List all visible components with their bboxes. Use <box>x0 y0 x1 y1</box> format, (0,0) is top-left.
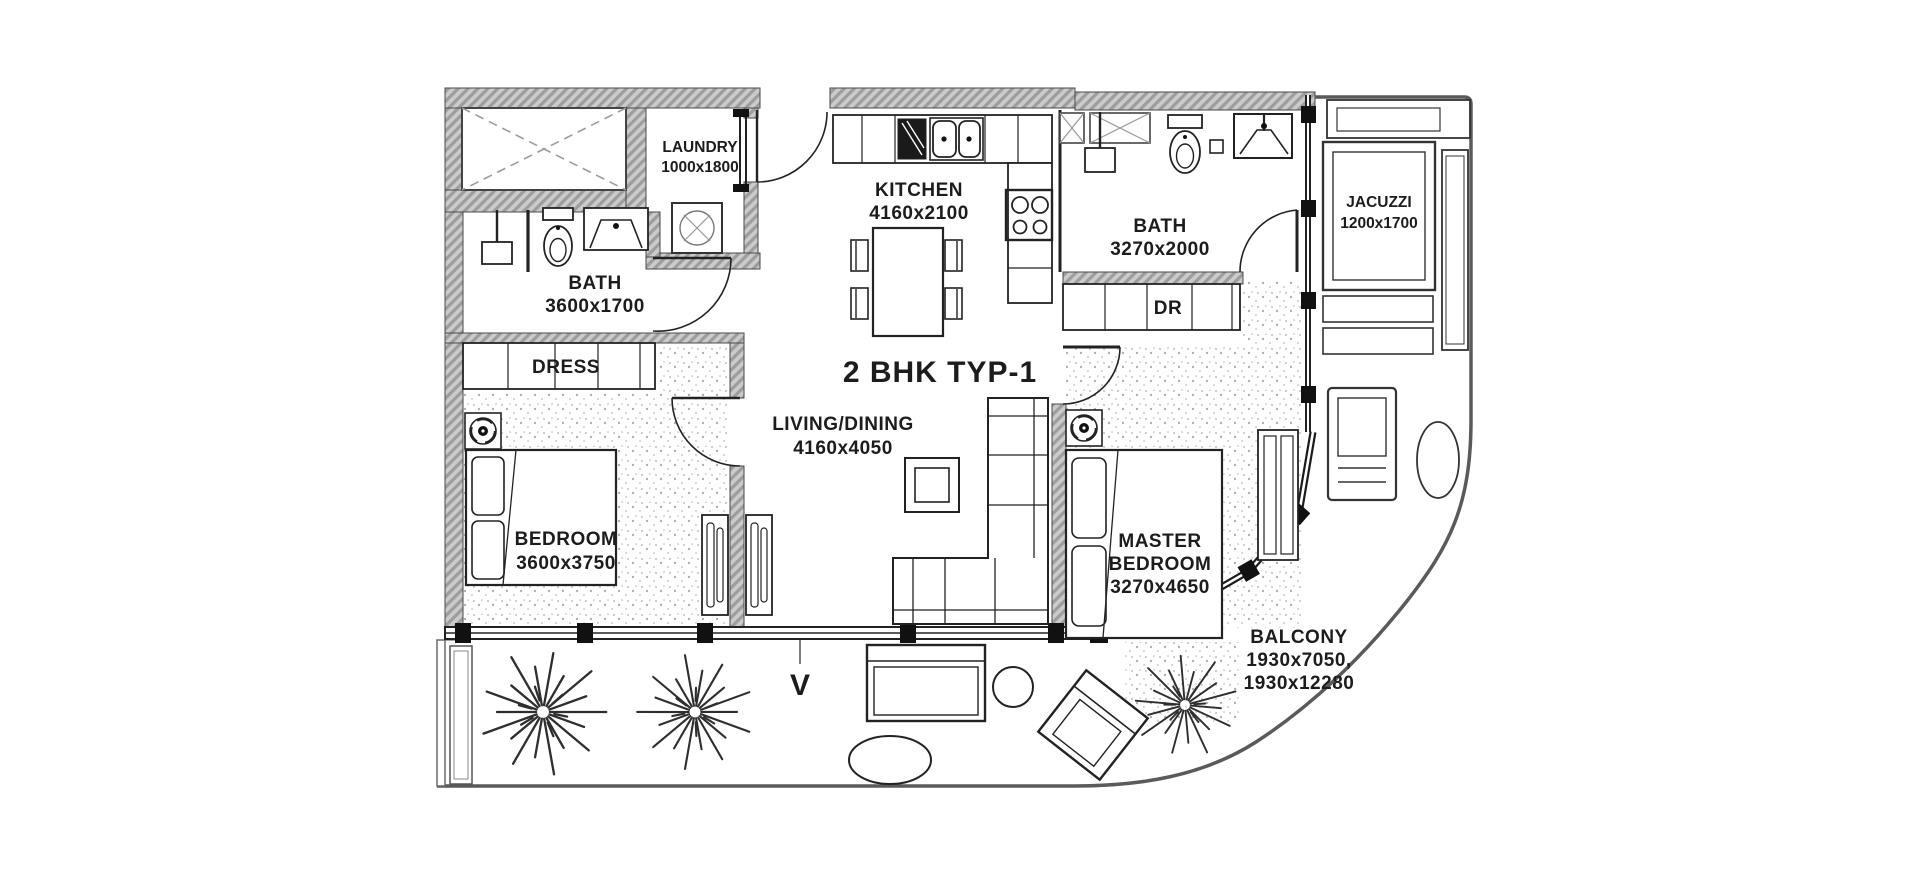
ceiling-fan-icon <box>463 411 503 451</box>
laundry-door <box>733 109 749 192</box>
lounge-chair <box>1326 386 1398 502</box>
balcony-furniture <box>482 640 1250 787</box>
balcony-boundary <box>436 95 1473 788</box>
side-table-oval <box>1416 421 1460 499</box>
wall-bedroom-partition-top <box>729 342 745 399</box>
drainer-icon <box>897 118 927 160</box>
balcony-planter <box>449 645 473 785</box>
ceiling-fan-icon <box>1064 408 1104 448</box>
wall-living-master <box>1051 403 1067 631</box>
balcony-chair-tilted <box>1036 668 1150 782</box>
bath-top-door <box>1239 209 1299 273</box>
jacuzzi-dims: 1200x1700 <box>1340 215 1418 232</box>
balcony-stool <box>992 666 1034 708</box>
balcony-oval-table <box>848 735 932 785</box>
coffee-table <box>904 457 960 513</box>
jacuzzi-label: JACUZZI <box>1346 194 1411 211</box>
wall-left-exterior <box>444 87 464 641</box>
bedroom-door <box>671 396 741 467</box>
balcony-dims-line2: 1930x12280 <box>1244 673 1355 694</box>
bath-top-dims: 3270x2000 <box>1110 239 1210 260</box>
bed <box>464 448 618 587</box>
wall-laundry-door-stub-bottom <box>743 181 759 254</box>
jacuzzi-deck <box>1321 99 1471 502</box>
vent-boxes <box>1059 112 1151 144</box>
wall-laundry-bottom <box>645 252 761 270</box>
bath-left-dims: 3600x1700 <box>545 296 645 317</box>
entry-door <box>755 110 828 183</box>
vanity-basin-icon <box>583 207 649 251</box>
kitchen-label: KITCHEN <box>875 180 963 201</box>
wall-bedroom-partition <box>729 465 745 629</box>
dining-table <box>850 226 963 338</box>
labels: LAUNDRY 1000x1800 KITCHEN 4160x2100 BATH… <box>515 139 1418 702</box>
laundry-room <box>671 109 749 254</box>
wall-bath2-bottom <box>1062 271 1244 285</box>
hatched-walls <box>444 87 1316 641</box>
living-label: LIVING/DINING <box>772 414 914 435</box>
balcony-dims-line1: 1930x7050, <box>1246 650 1351 671</box>
laundry-dims: 1000x1800 <box>661 159 739 176</box>
stove-icon <box>1004 188 1054 242</box>
view-marker: V <box>790 669 810 702</box>
dr-label: DR <box>1154 298 1182 319</box>
kitchen-counter-side <box>1007 162 1053 304</box>
master-label-line1: MASTER <box>1118 531 1201 552</box>
wall-top-kitchen <box>829 87 1076 109</box>
balcony-outer-curve <box>437 95 1473 788</box>
kitchen <box>832 110 1062 338</box>
balcony-bench <box>865 643 987 723</box>
wall-bath1-bottom <box>444 332 745 344</box>
bath-left <box>481 207 732 332</box>
plant-icon <box>623 641 769 787</box>
kitchen-sink <box>929 117 984 161</box>
jacuzzi-tub <box>1321 140 1437 292</box>
master-door <box>1062 345 1121 405</box>
toilet-icon <box>542 207 574 267</box>
master-bedroom <box>1062 345 1299 640</box>
bedroom-1 <box>463 396 773 616</box>
plant-icon <box>482 651 608 776</box>
tv-wardrobe-units <box>701 514 773 616</box>
dr-cabinet-row <box>1062 283 1241 331</box>
dress-label: DRESS <box>532 357 600 378</box>
bath-left-door <box>652 256 732 332</box>
toilet-icon <box>1167 114 1203 174</box>
master-label-line2: BEDROOM <box>1109 554 1212 575</box>
master-wardrobe <box>1257 429 1299 561</box>
balcony-label: BALCONY <box>1250 627 1347 648</box>
laundry-label: LAUNDRY <box>662 139 738 156</box>
kitchen-dims: 4160x2100 <box>869 203 969 224</box>
shower-icon <box>1233 113 1293 159</box>
living-dims: 4160x4050 <box>793 438 893 459</box>
master-dims: 3270x4650 <box>1110 577 1210 598</box>
wall-shaft-laundry-divider <box>625 107 647 213</box>
bedroom-label: BEDROOM <box>515 529 618 550</box>
bath-top <box>1084 112 1299 273</box>
bath-top-label: BATH <box>1133 216 1186 237</box>
bath-left-label: BATH <box>568 273 621 294</box>
dress-cabinet-row <box>462 342 656 390</box>
living-room <box>892 397 1049 625</box>
sofa <box>892 397 1049 625</box>
wall-top-left <box>444 87 761 109</box>
balcony-planter-inner <box>453 650 469 780</box>
bedroom-dims: 3600x3750 <box>516 553 616 574</box>
service-shaft <box>461 107 627 191</box>
balcony-left-wall <box>436 639 446 787</box>
plan-title: 2 BHK TYP-1 <box>843 356 1037 389</box>
wall-top-bath <box>1074 91 1316 111</box>
master-bed <box>1064 448 1224 640</box>
